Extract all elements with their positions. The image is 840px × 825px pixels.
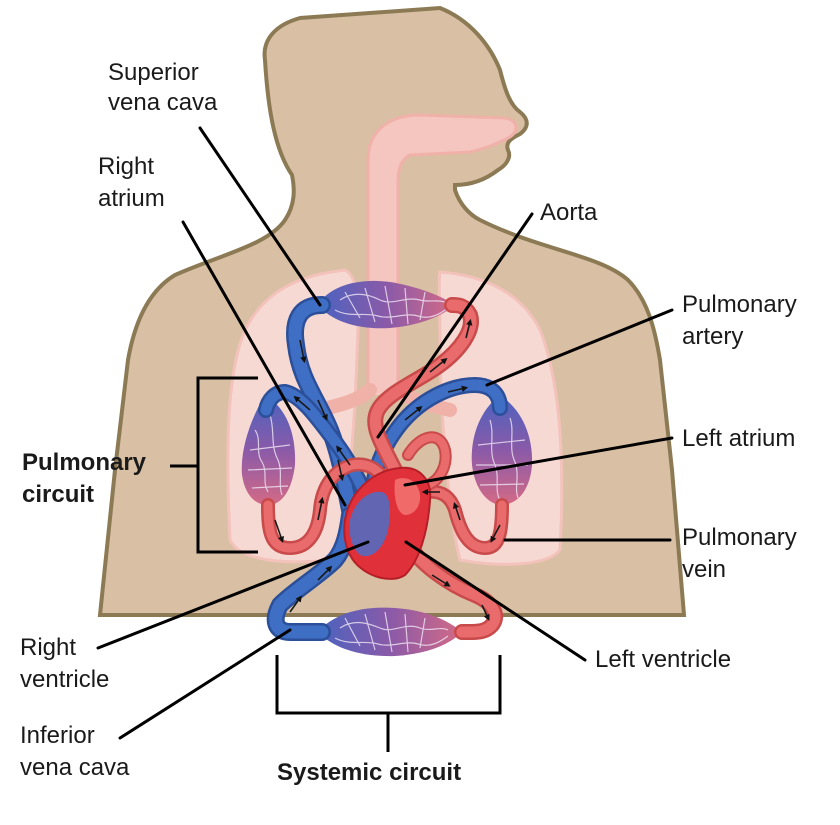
right-lung-capillary-bed — [241, 395, 296, 505]
left-atrium-chamber — [394, 478, 421, 515]
leader-right-ventricle — [96, 540, 370, 650]
label-pulmonary-artery: Pulmonary artery — [682, 291, 803, 350]
label-inferior-vena-cava: Inferior vena cava — [20, 722, 130, 781]
leader-pulmonary-artery — [485, 308, 674, 387]
label-left-ventricle: Left ventricle — [595, 646, 731, 673]
systemic-circuit-bracket — [275, 655, 502, 752]
right-heart — [349, 491, 390, 557]
leader-lines — [96, 126, 674, 740]
leader-inferior-vena-cava — [118, 628, 292, 740]
leader-right-atrium — [181, 220, 347, 507]
flow-arrows — [274, 318, 501, 621]
leader-superior-vena-cava — [198, 126, 322, 307]
leader-aorta — [376, 212, 534, 439]
capillary-beds — [241, 280, 533, 657]
label-pulmonary-vein: Pulmonary vein — [682, 524, 803, 583]
label-left-atrium: Left atrium — [682, 425, 795, 452]
pulmonary-circuit-bracket — [170, 376, 258, 554]
label-right-ventricle: Right ventricle — [20, 634, 109, 693]
leader-left-ventricle — [404, 540, 587, 662]
leader-left-atrium — [403, 436, 674, 487]
label-pulmonary-circuit: Pulmonary circuit — [22, 449, 153, 508]
lower-capillary-bed — [318, 607, 462, 657]
heart — [343, 466, 432, 580]
trachea — [366, 113, 518, 395]
label-superior-vena-cava: Superior vena cava — [108, 59, 218, 116]
label-systemic-circuit: Systemic circuit — [277, 759, 461, 786]
label-aorta: Aorta — [540, 199, 598, 226]
label-right-atrium: Right atrium — [98, 153, 165, 212]
